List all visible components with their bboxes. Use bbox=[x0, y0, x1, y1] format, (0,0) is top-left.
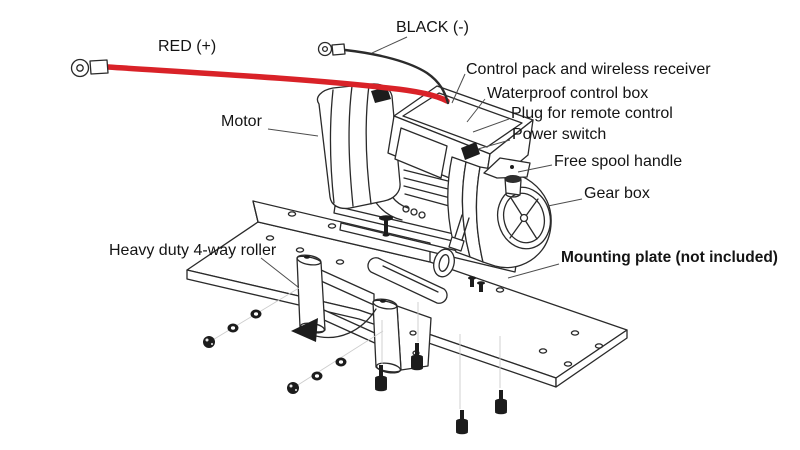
t-bolt bbox=[379, 215, 393, 237]
hardware-drawing bbox=[203, 205, 507, 435]
callout-black-negative: BLACK (-) bbox=[396, 19, 469, 36]
small-bolt bbox=[477, 281, 485, 292]
small-bolt bbox=[468, 276, 476, 287]
callout-mounting-plate: Mounting plate (not included) bbox=[561, 249, 778, 266]
callout-gear-box: Gear box bbox=[584, 185, 650, 202]
rope-direction-arrow bbox=[311, 308, 377, 339]
roller-fairlead-drawing bbox=[291, 254, 432, 374]
motor-drawing bbox=[316, 83, 401, 210]
ring-terminal bbox=[317, 41, 346, 57]
washer bbox=[335, 357, 347, 367]
callout-free-spool: Free spool handle bbox=[554, 153, 683, 170]
bolt bbox=[495, 390, 507, 415]
negative-cable-drawing bbox=[317, 41, 450, 105]
rope-hook-drawing bbox=[433, 214, 470, 278]
washer bbox=[311, 371, 323, 381]
washer bbox=[227, 323, 239, 333]
callout-plug-remote: Plug for remote control bbox=[511, 105, 673, 122]
callout-control-pack: Control pack and wireless receiver bbox=[466, 61, 711, 78]
nut bbox=[287, 382, 299, 394]
callout-waterproof-box: Waterproof control box bbox=[487, 85, 649, 102]
bolt bbox=[375, 365, 387, 392]
washer bbox=[250, 309, 262, 319]
callout-power-switch: Power switch bbox=[512, 126, 607, 143]
gear-box-drawing bbox=[447, 156, 552, 269]
callout-roller: Heavy duty 4-way roller bbox=[109, 242, 277, 259]
positive-cable-drawing bbox=[70, 58, 450, 104]
ring-terminal bbox=[70, 58, 109, 78]
callout-motor: Motor bbox=[221, 113, 262, 130]
nut bbox=[203, 336, 215, 348]
bolt bbox=[456, 410, 468, 435]
bolt bbox=[411, 343, 423, 371]
callout-red-positive: RED (+) bbox=[158, 38, 217, 55]
leader-lines bbox=[260, 36, 583, 288]
remote-plug-drawing bbox=[461, 142, 480, 160]
